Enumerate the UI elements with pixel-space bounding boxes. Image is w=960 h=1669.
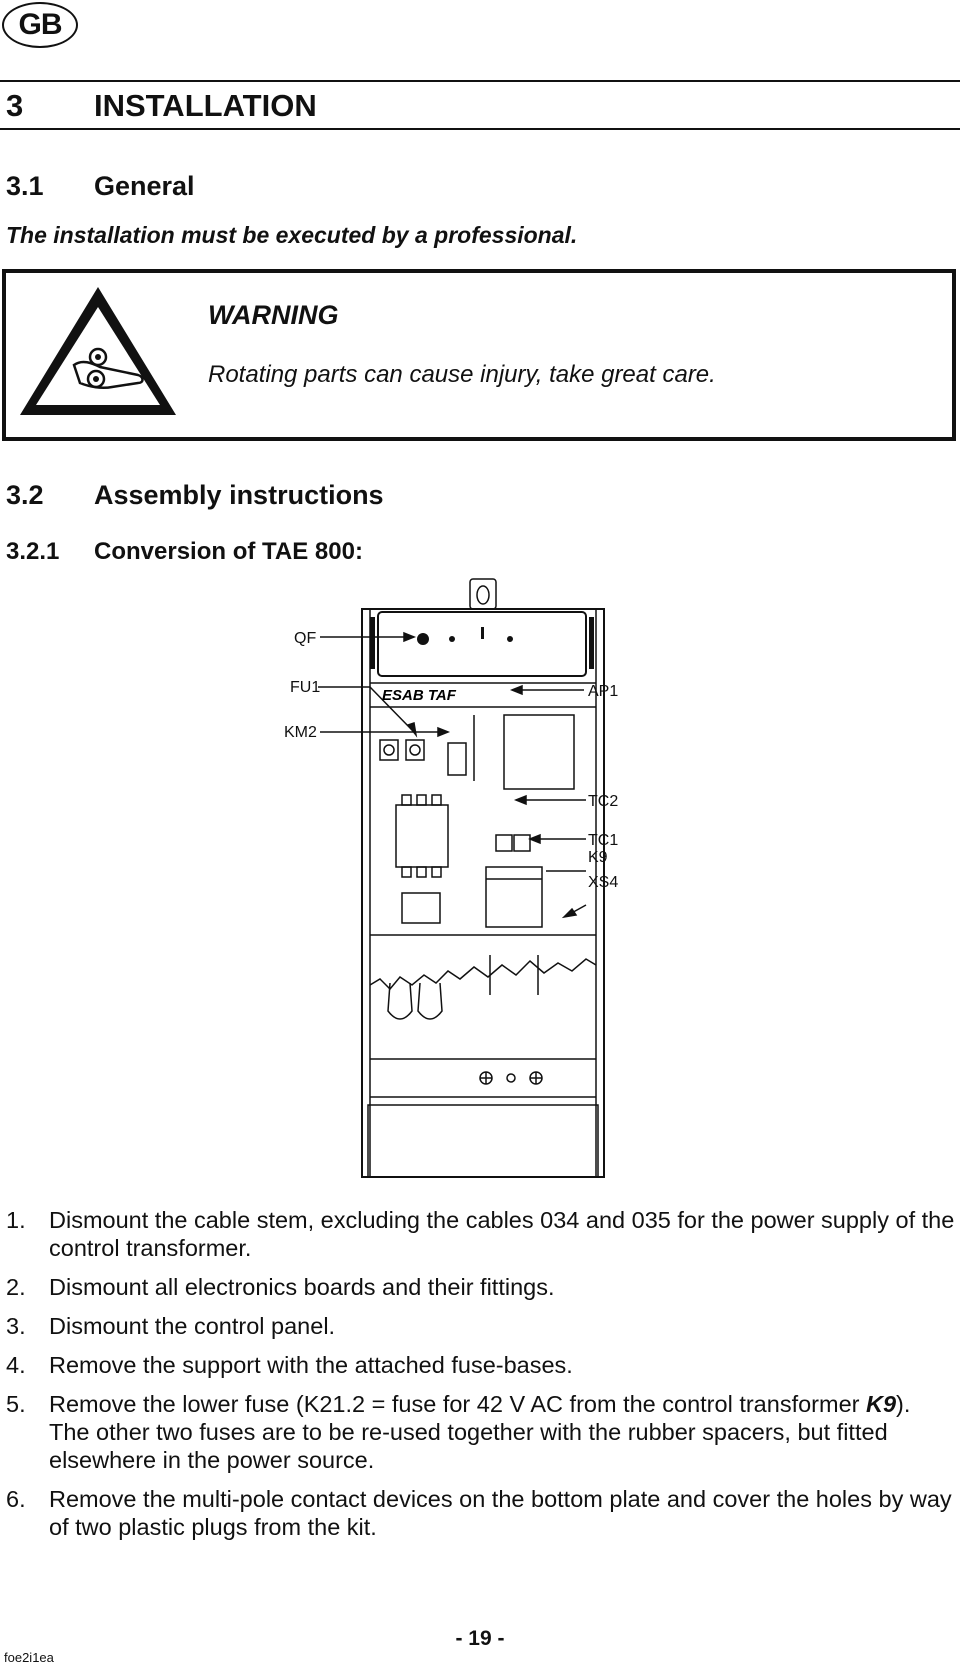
warning-text: Rotating parts can cause injury, take gr…: [208, 361, 716, 388]
tae800-diagram: QF FU1 KM2 AP1 TC2 TC1 K9 XS4 ESAB TAF: [284, 578, 618, 1178]
list-item: 3. Dismount the control panel.: [6, 1313, 336, 1339]
list-item: 1. Dismount the cable stem, excluding th…: [6, 1207, 955, 1261]
subsection-assembly: 3.2 Assembly instructions: [6, 480, 384, 511]
page-number: ‑ 19 ‑: [455, 1627, 505, 1650]
rotating-parts-hazard-icon: [20, 287, 176, 415]
section-heading: 3 INSTALLATION: [6, 88, 317, 124]
assembly-steps: 1. Dismount the cable stem, excluding th…: [6, 1206, 956, 1552]
section-number: 3: [6, 88, 24, 123]
warning-box: [2, 269, 956, 441]
label-qf: QF: [294, 630, 316, 647]
list-item: 4. Remove the support with the attached …: [6, 1352, 573, 1378]
label-xs4: XS4: [588, 874, 618, 891]
subsubsection-number: 3.2.1: [6, 538, 60, 565]
warning-title: WARNING: [208, 300, 339, 330]
subsection-number: 3.1: [6, 171, 44, 201]
label-fu1: FU1: [290, 679, 320, 696]
section-title: INSTALLATION: [94, 88, 317, 123]
subsection-title: General: [94, 171, 195, 201]
subsection-number: 3.2: [6, 480, 44, 510]
subsubsection-title: Conversion of TAE 800:: [94, 538, 363, 565]
subsubsection-conversion: 3.2.1 Conversion of TAE 800:: [6, 538, 363, 566]
document-code: foe2i1ea: [4, 1650, 54, 1665]
subsection-title: Assembly instructions: [94, 480, 384, 510]
label-ap1: AP1: [588, 683, 618, 700]
list-item: 2. Dismount all electronics boards and t…: [6, 1274, 555, 1300]
top-rule: [0, 80, 960, 82]
lead-text: The installation must be executed by a p…: [6, 222, 578, 248]
label-tc2: TC2: [588, 793, 618, 810]
section-rule: [0, 128, 960, 130]
label-km2: KM2: [284, 724, 317, 741]
brand-label: ESAB TAF: [382, 687, 457, 704]
subsection-general: 3.1 General: [6, 171, 195, 202]
list-item: 6. Remove the multi‑pole contact devices…: [6, 1486, 952, 1540]
list-item: 5. Remove the lower fuse (K21.2 = fuse f…: [6, 1391, 911, 1473]
label-tc1: TC1: [588, 832, 618, 849]
language-badge: GB: [2, 2, 78, 48]
label-k9: K9: [588, 849, 608, 866]
